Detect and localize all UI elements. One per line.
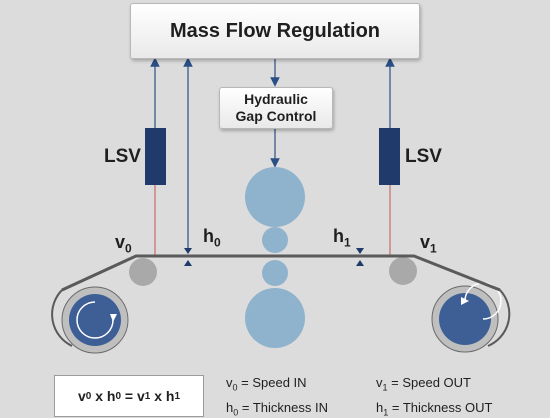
upper-work-roll <box>262 227 288 253</box>
right-lsv-label: LSV <box>405 146 442 167</box>
h1-marker-bottom <box>356 260 364 266</box>
hgc-line2: Gap Control <box>235 108 317 124</box>
h1-marker-top <box>356 248 364 254</box>
left-deflector-roll <box>129 258 157 286</box>
legend-v0: v0 = Speed IN <box>226 375 307 393</box>
left-rotation-arrowhead <box>110 314 117 322</box>
right-rotation-arrowhead <box>461 297 469 305</box>
legend-h1: h1 = Thickness OUT <box>376 400 493 418</box>
hgc-line1: Hydraulic <box>244 91 308 107</box>
lower-work-roll <box>262 260 288 286</box>
legend-h0: h0 = Thickness IN <box>226 400 328 418</box>
h1-label: h1 <box>333 226 351 250</box>
upper-backup-roll <box>245 167 305 227</box>
h0-label: h0 <box>203 226 221 250</box>
strip <box>61 254 501 292</box>
mass-flow-regulation-box: Mass Flow Regulation <box>130 3 420 59</box>
h0-marker-top <box>184 248 192 254</box>
right-lsv-sensor <box>379 128 400 185</box>
lower-backup-roll <box>245 288 305 348</box>
left-lsv-sensor <box>145 128 166 185</box>
legend-v1: v1 = Speed OUT <box>376 375 471 393</box>
h0-marker-bottom <box>184 260 192 266</box>
right-strip-wrap <box>487 289 511 347</box>
right-deflector-roll <box>389 257 417 285</box>
hydraulic-gap-control-box: Hydraulic Gap Control <box>219 87 333 129</box>
v1-label: v1 <box>420 232 437 256</box>
mass-flow-regulation-title: Mass Flow Regulation <box>169 19 381 42</box>
left-lsv-label: LSV <box>104 146 141 167</box>
left-strip-wrap <box>51 289 73 347</box>
left-coiler-rotation-icon <box>76 301 114 339</box>
right-coiler <box>439 293 491 345</box>
v0-label: v0 <box>115 232 132 256</box>
